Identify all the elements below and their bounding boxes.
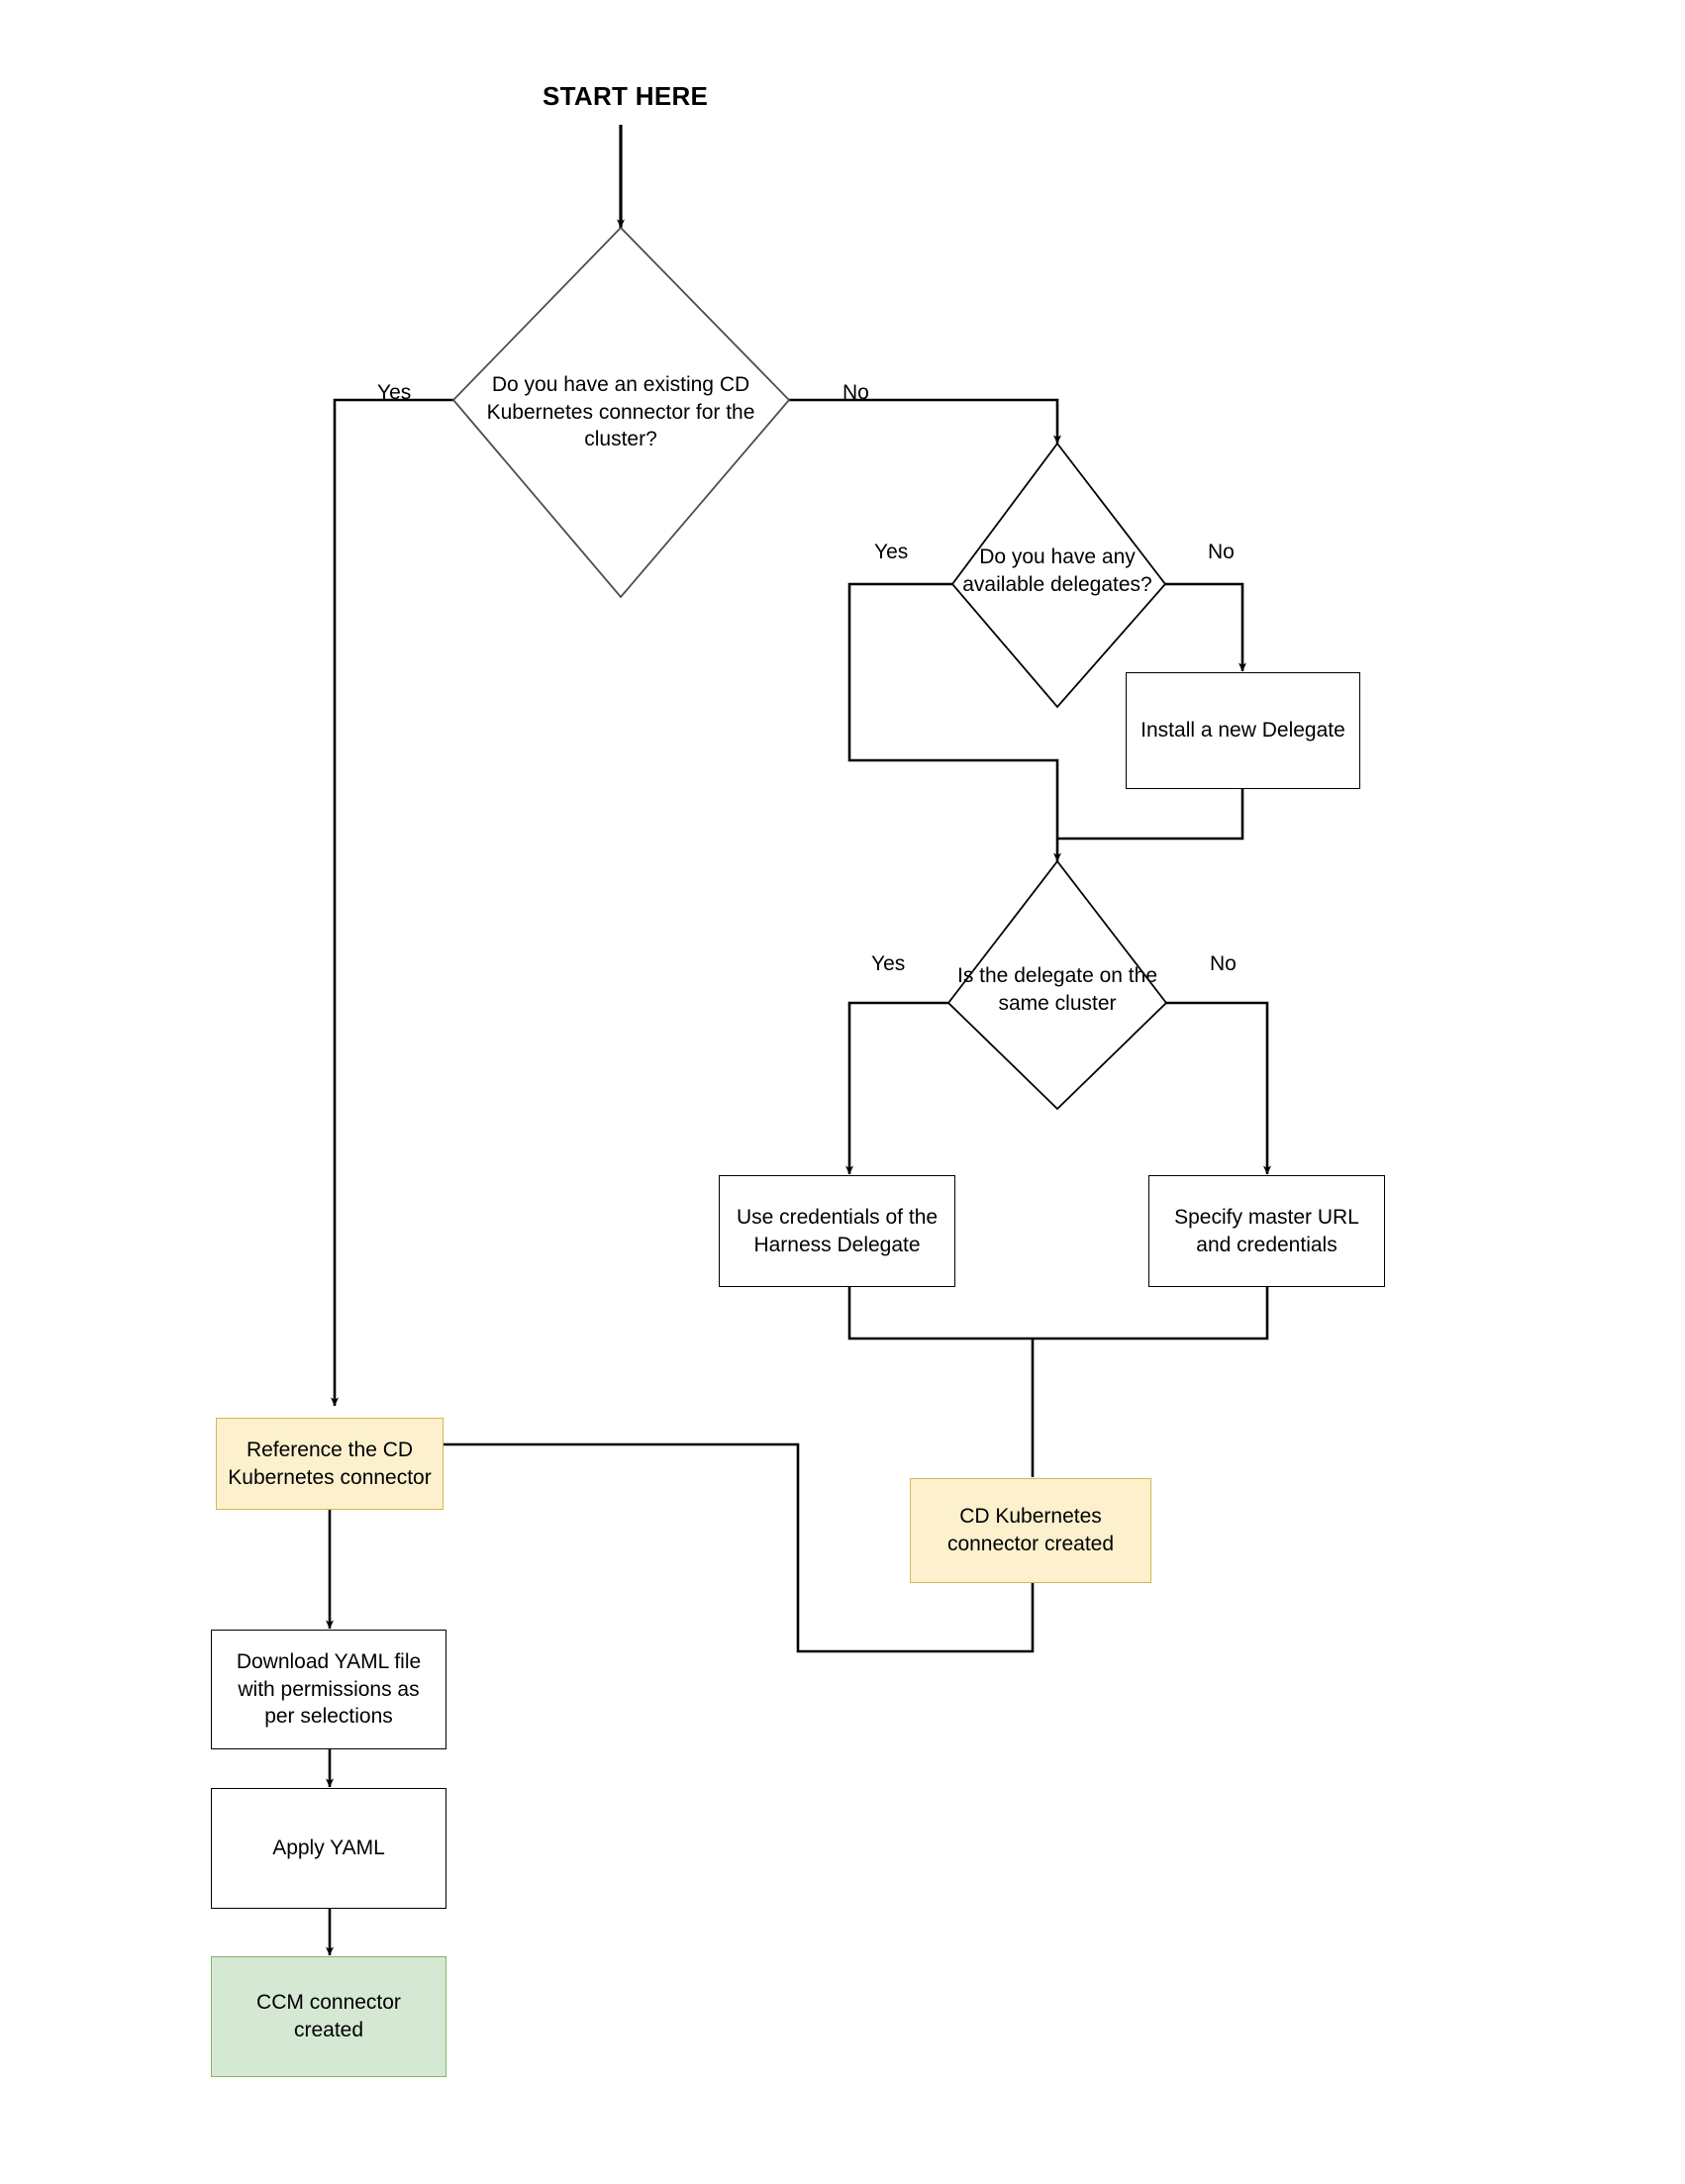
node-reference-cd-kubernetes-connector[interactable]: Reference the CD Kubernetes connector <box>216 1418 444 1510</box>
decision-delegate-same-cluster-label: Is the delegate on the same cluster <box>957 964 1157 1015</box>
decision-available-delegates-label: Do you have any available delegates? <box>962 546 1152 596</box>
start-here-title: START HERE <box>543 81 709 111</box>
edge-label-d2-yes: Yes <box>874 541 909 563</box>
node-ccm-connector-created[interactable]: CCM connector created <box>211 1956 446 2077</box>
edge-label-d1-yes: Yes <box>377 381 412 404</box>
node-install-new-delegate[interactable]: Install a new Delegate <box>1126 672 1360 789</box>
edge-label-d1-no: No <box>842 381 869 404</box>
node-cd-kubernetes-connector-created[interactable]: CD Kubernetes connector created <box>910 1478 1151 1583</box>
node-apply-yaml[interactable]: Apply YAML <box>211 1788 446 1909</box>
node-download-yaml-file[interactable]: Download YAML file with permissions as p… <box>211 1630 446 1749</box>
decision-existing-cd-connector-label: Do you have an existing CD Kubernetes co… <box>486 373 755 451</box>
edge-label-d2-no: No <box>1208 541 1235 563</box>
node-specify-master-url-credentials[interactable]: Specify master URL and credentials <box>1148 1175 1385 1287</box>
edge-label-d3-no: No <box>1210 952 1237 975</box>
edge-label-d3-yes: Yes <box>871 952 906 975</box>
node-use-credentials-harness-delegate[interactable]: Use credentials of the Harness Delegate <box>719 1175 955 1287</box>
